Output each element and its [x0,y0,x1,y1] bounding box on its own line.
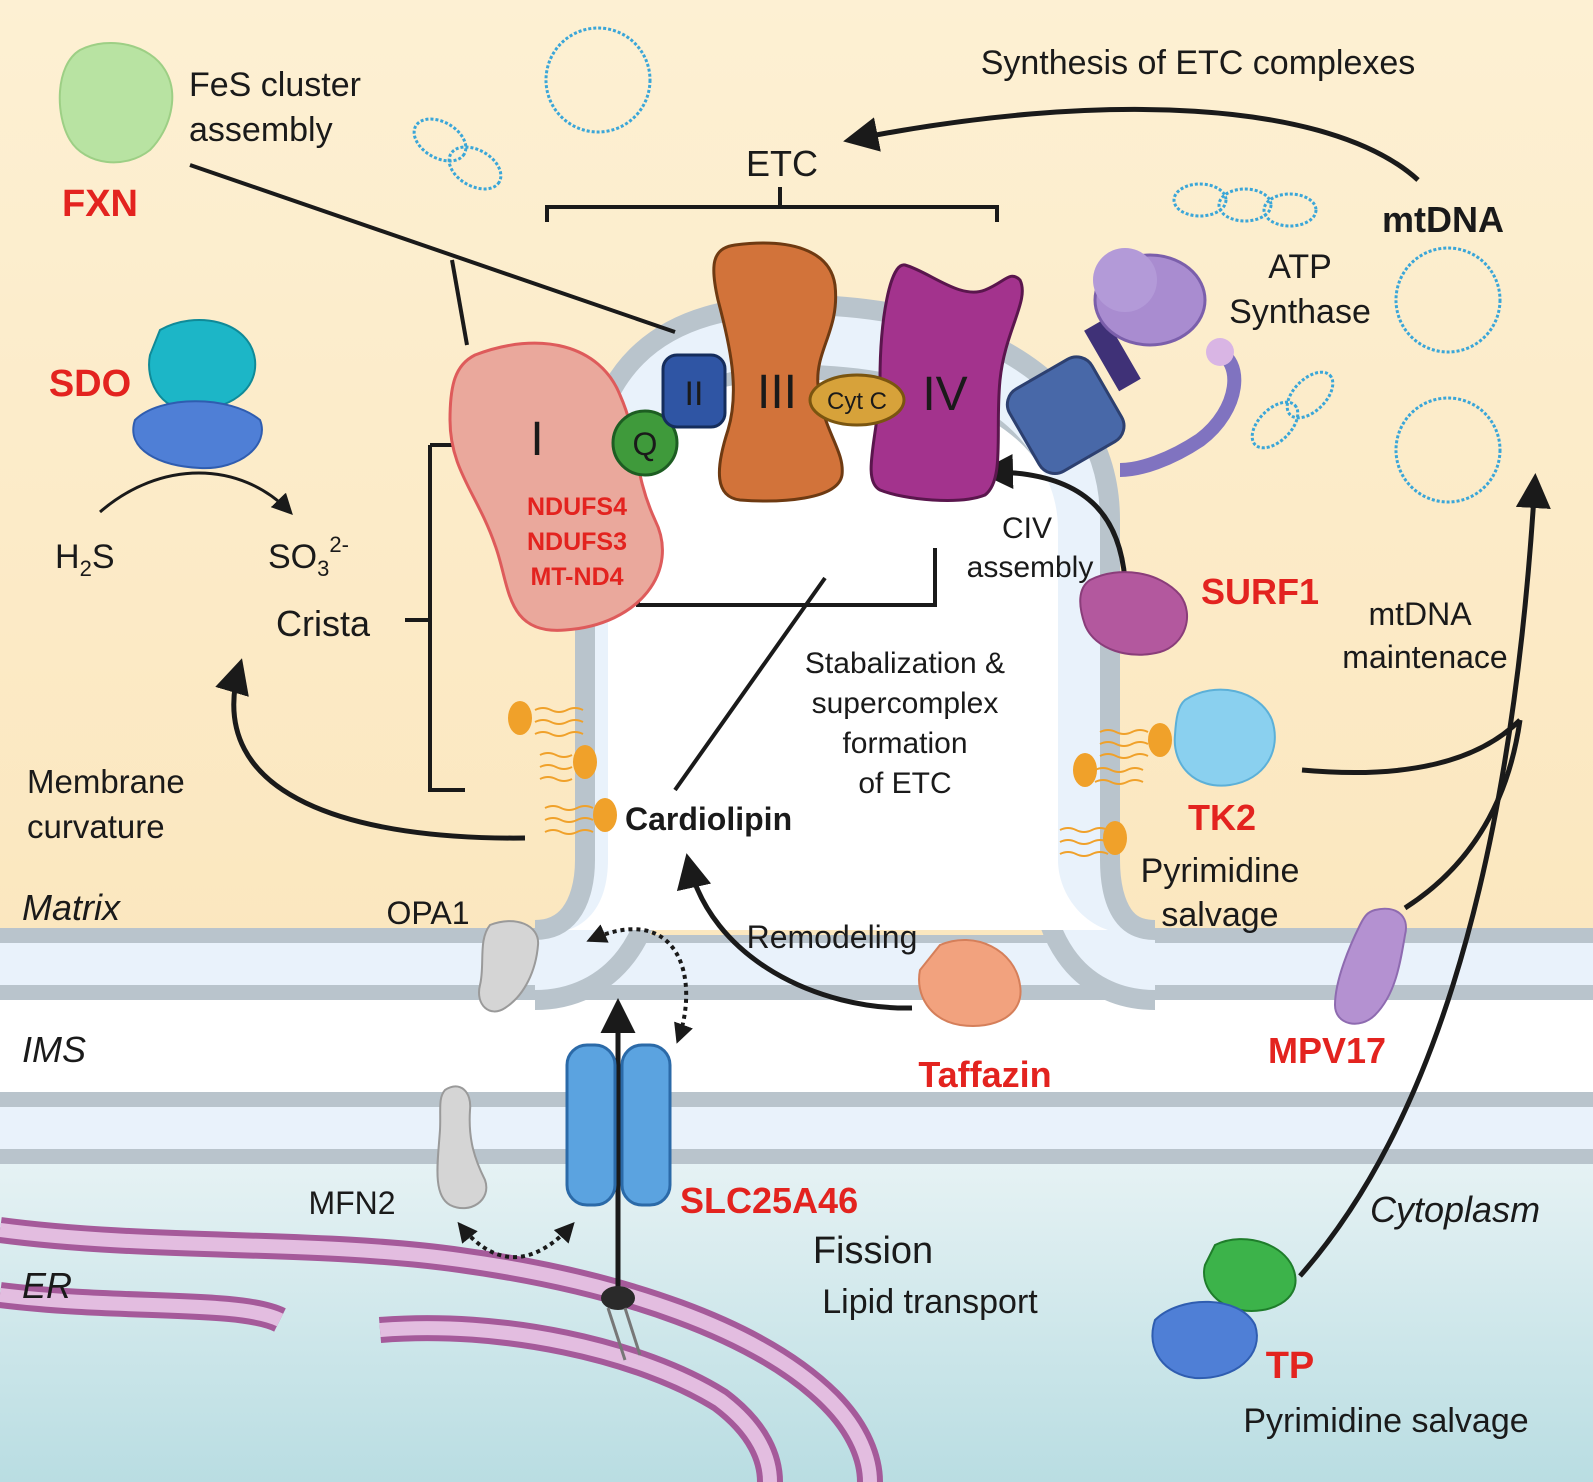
slc25a46-channel [565,1043,672,1361]
label-opa1: OPA1 [387,895,470,931]
atp-synthase-line1: ATP [1268,248,1332,286]
protein-sdo-structure [132,319,263,470]
region-er: ER [22,1265,72,1306]
label-surf1: SURF1 [1201,571,1319,612]
civ-assembly-line2: assembly [967,551,1094,584]
mtdna-label: mtDNA [1382,199,1504,240]
atp-synthase-line2: Synthase [1229,293,1371,331]
label-taffazin: Taffazin [918,1054,1051,1095]
label-tk2: TK2 [1188,797,1256,838]
label-tp: TP [1266,1345,1315,1387]
protein-taffazin-structure [918,939,1022,1027]
arrow-civ-assembly [978,453,1128,581]
stabilization-line1: Stabalization & [805,647,1005,680]
arrow-tk2 [1301,718,1522,776]
membrane-curvature-line1: Membrane [27,763,185,800]
label-fxn: FXN [62,183,138,225]
arrow-tp [1298,473,1551,1278]
complex-2-label: II [685,375,704,413]
cardiolipin-label: Cardiolipin [625,801,792,837]
protein-tk2-structure [1173,688,1276,787]
label-slc25a46: SLC25A46 [680,1180,858,1221]
etc-synthesis-label: Synthesis of ETC complexes [981,44,1416,82]
complex-2: II [661,353,727,429]
fes-label-line2: assembly [189,111,333,149]
cytochrome-c: Cyt C [808,373,906,427]
mtdna-rings [412,26,1502,504]
region-matrix: Matrix [22,887,122,928]
cytc-label: Cyt C [827,388,887,415]
gene-ndufs4: NDUFS4 [527,493,627,521]
complex-3: III [712,241,844,503]
gene-mt-nd4: MT-ND4 [530,563,623,591]
outer-membrane [0,1092,1593,1164]
ims-region [0,1000,1593,1095]
fes-label-line1: FeS cluster [189,66,361,104]
complex-4-label: IV [922,368,967,421]
arrow-remodeling [676,853,913,1011]
protein-opa1-structure [478,920,540,1013]
stabilization-line2: supercomplex [812,687,999,720]
crista-label: Crista [276,603,371,644]
so3-label: SO32- [268,532,349,581]
inner-membrane [0,294,1593,1010]
arrows [99,106,1551,1290]
fission-label: Fission [813,1230,933,1272]
region-cytoplasm: Cytoplasm [1370,1189,1540,1230]
protein-mfn2-structure [436,1085,488,1210]
mtdna-maintenance-line2: maintenace [1342,639,1507,675]
protein-fxn-structure [58,42,174,164]
complex-4: IV [869,263,1024,502]
civ-assembly-line1: CIV [1002,512,1052,545]
protein-tp-structure [1151,1238,1297,1380]
label-sdo: SDO [49,363,131,405]
gene-ndufs3: NDUFS3 [527,528,627,556]
complex-1: I NDUFS4 NDUFS3 MT-ND4 [448,341,664,632]
q-shuttle: Q [611,409,679,477]
arrow-mpv17 [1403,719,1523,911]
stabilization-line3: formation [842,727,967,760]
stabilization-line4: of ETC [858,767,951,800]
region-ims: IMS [22,1029,86,1070]
tp-function-label: Pyrimidine salvage [1243,1402,1528,1440]
membrane-curvature-line2: curvature [27,808,165,845]
protein-surf1-structure [1079,571,1189,656]
label-mpv17: MPV17 [1268,1030,1386,1071]
arrow-membrane-curvature [215,658,526,841]
arrow-synthesis-etc [843,106,1420,182]
cardiolipin-molecules [508,701,1172,855]
complex-1-label: I [530,413,543,466]
er-membrane [0,1217,883,1482]
protein-mpv17-structure [1333,907,1407,1025]
cardiolipin-tails [534,707,1149,857]
label-mfn2: MFN2 [308,1185,395,1221]
q-label: Q [633,426,658,462]
remodeling-label: Remodeling [747,919,918,955]
tk2-function-line2: salvage [1161,896,1278,934]
h2s-label: H2S [55,538,115,581]
mtdna-maintenance-line1: mtDNA [1368,596,1472,632]
etc-label: ETC [746,143,818,184]
arrow-h2s-so3 [99,471,293,516]
tk2-function-line1: Pyrimidine [1141,852,1300,890]
lipid-transport-label: Lipid transport [822,1283,1038,1321]
dotted-arrows [457,924,693,1260]
complex-3-label: III [757,366,797,419]
atp-synthase [1005,248,1242,477]
